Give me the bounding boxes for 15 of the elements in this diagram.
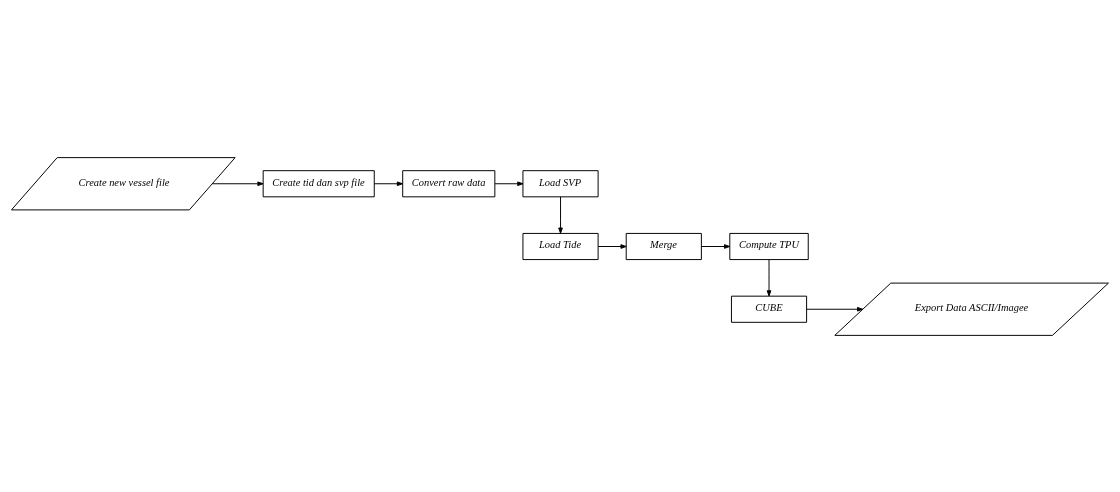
arrow	[373, 180, 404, 186]
node-box: Compute TPU	[729, 232, 809, 260]
arrow	[806, 306, 864, 312]
node-box: Merge	[625, 232, 702, 260]
node-box: Convert raw data	[402, 169, 496, 197]
node-box: Load SVP	[522, 169, 599, 197]
arrow	[597, 243, 627, 249]
arrow	[211, 180, 264, 186]
node-box: Load Tide	[522, 232, 599, 260]
arrow	[766, 258, 772, 296]
node-box: Create tid dan svp file	[262, 169, 375, 197]
arrow	[700, 243, 731, 249]
node-box: CUBE	[730, 295, 808, 323]
arrow	[494, 180, 524, 186]
arrow	[558, 195, 563, 234]
